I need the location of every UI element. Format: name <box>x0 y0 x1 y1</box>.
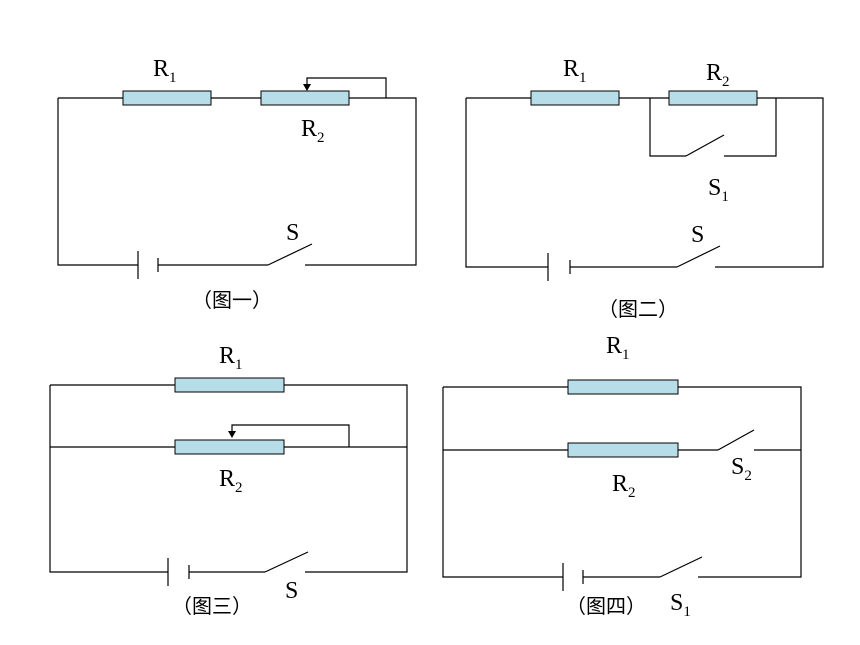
switch-s2 <box>717 429 755 451</box>
wire-loop <box>465 97 824 268</box>
rheostat-r2 <box>174 439 285 455</box>
rheostat-slider-wire <box>231 424 350 447</box>
switch-s <box>264 551 309 573</box>
circuit-figure-1: R1 R2 S （图一） <box>57 56 417 312</box>
label-r2: R2 <box>706 60 730 90</box>
label-r1: R1 <box>563 56 587 86</box>
switch-s <box>676 245 721 268</box>
circuit-figure-2: R1 R2 S1 S （图二） <box>465 56 824 321</box>
label-r1: R1 <box>606 333 630 363</box>
label-r2: R2 <box>612 471 636 501</box>
label-r1: R1 <box>219 343 243 373</box>
slider-arrow <box>228 431 236 438</box>
slider-arrow <box>303 84 311 91</box>
resistor-r2 <box>567 442 679 458</box>
label-s1: S1 <box>670 590 691 620</box>
caption-figure-2: （图二） <box>598 297 678 321</box>
caption-figure-3: （图三） <box>172 594 252 618</box>
bypass-branch-wire <box>649 98 777 157</box>
switch-s1 <box>685 134 725 157</box>
label-s: S <box>286 220 299 246</box>
rheostat-r2 <box>260 90 350 106</box>
label-r2: R2 <box>219 466 243 496</box>
resistor-r1 <box>530 90 620 106</box>
label-s: S <box>285 578 298 604</box>
resistor-r1 <box>567 379 679 395</box>
label-s1: S1 <box>708 175 729 205</box>
resistor-r1 <box>122 90 212 106</box>
label-r2: R2 <box>301 116 325 146</box>
label-r1: R1 <box>153 56 177 86</box>
rheostat-slider-wire <box>306 77 387 98</box>
caption-figure-1: （图一） <box>192 288 272 312</box>
label-s: S <box>691 222 704 248</box>
resistor-r2 <box>668 90 758 106</box>
caption-figure-4: （图四） <box>566 594 646 618</box>
resistor-r1 <box>174 377 285 393</box>
label-s2: S2 <box>731 454 752 484</box>
switch-s <box>267 243 313 266</box>
wire-loop <box>442 386 802 578</box>
switch-s1 <box>659 556 703 578</box>
circuit-figure-3: R1 R2 S （图三） <box>49 343 408 618</box>
wire-loop <box>57 97 417 266</box>
wire-loop <box>49 384 408 573</box>
circuit-figure-4: R1 R2 S2 S1 （图四） <box>442 333 802 620</box>
